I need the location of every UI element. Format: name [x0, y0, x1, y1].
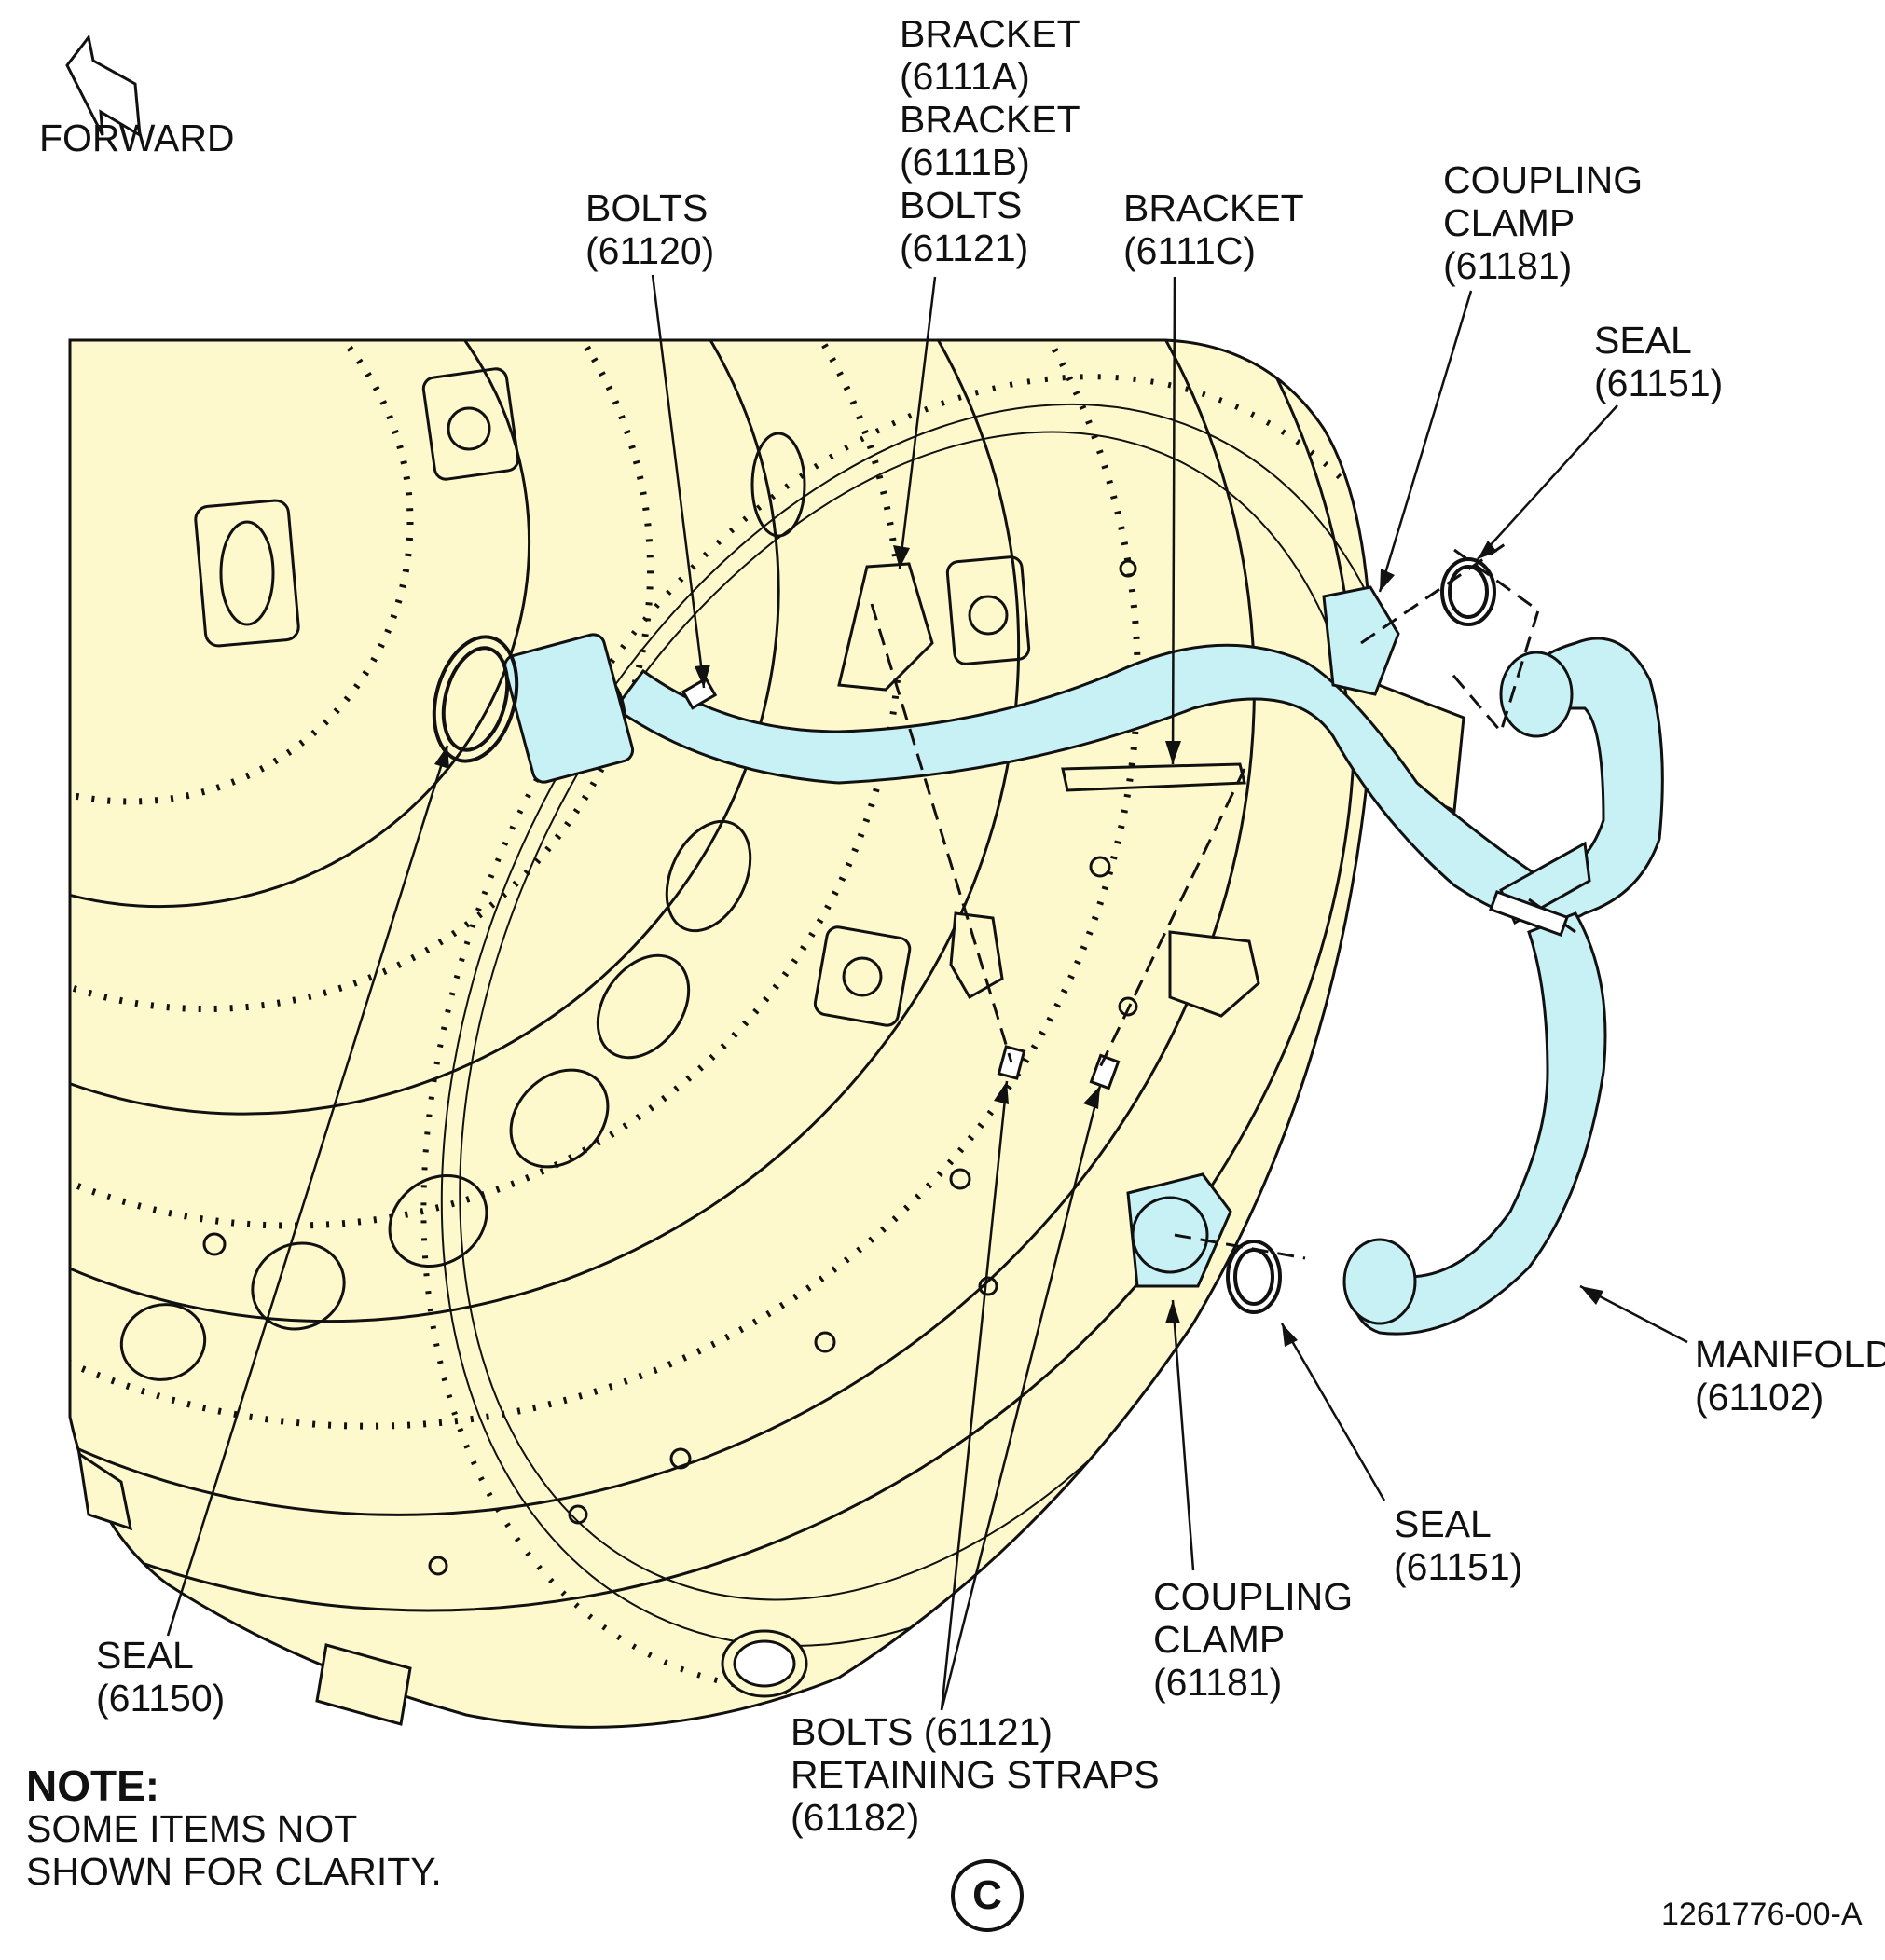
- note-line: SHOWN FOR CLARITY.: [26, 1850, 442, 1893]
- callout-bracket-6111c: BRACKET (6111C): [1123, 186, 1304, 272]
- coupling-clamps: [1126, 585, 1400, 1288]
- note-line: SOME ITEMS NOT: [26, 1807, 358, 1850]
- forward-arrow-icon: [65, 34, 142, 138]
- leader-arrowheads: [434, 541, 1603, 1347]
- callout-coupling-clamp-bottom: COUPLING CLAMP (61181): [1153, 1575, 1354, 1704]
- alignment-lines: [870, 539, 1540, 1260]
- view-indicator: C: [951, 1859, 1024, 1932]
- callout-seal-61150: SEAL (61150): [96, 1634, 226, 1720]
- manifold: [502, 633, 1664, 1336]
- callout-seal-bottom: SEAL (61151): [1394, 1502, 1523, 1588]
- callout-bolts-retaining-straps: BOLTS (61121) RETAINING STRAPS (61182): [791, 1710, 1160, 1839]
- callout-seal-top: SEAL (61151): [1594, 319, 1724, 404]
- view-letter: C: [972, 1872, 1002, 1918]
- leader-lines: [166, 274, 1688, 1711]
- callout-brackets-bolts: BRACKET (6111A) BRACKET (6111B) BOLTS (6…: [900, 12, 1080, 269]
- forward-label: FORWARD: [39, 117, 235, 159]
- brackets: [837, 562, 1465, 1018]
- callout-bolts-61120: BOLTS (61120): [585, 186, 715, 272]
- note-title: NOTE:: [26, 1761, 160, 1810]
- engine-case: [68, 338, 1373, 1729]
- callout-manifold: MANIFOLD (61102): [1695, 1333, 1885, 1419]
- figure-id: 1261776-00-A: [1661, 1897, 1863, 1932]
- callout-coupling-clamp-top: COUPLING CLAMP (61181): [1443, 158, 1644, 287]
- note-block: NOTE: SOME ITEMS NOT SHOWN FOR CLARITY.: [26, 1764, 442, 1893]
